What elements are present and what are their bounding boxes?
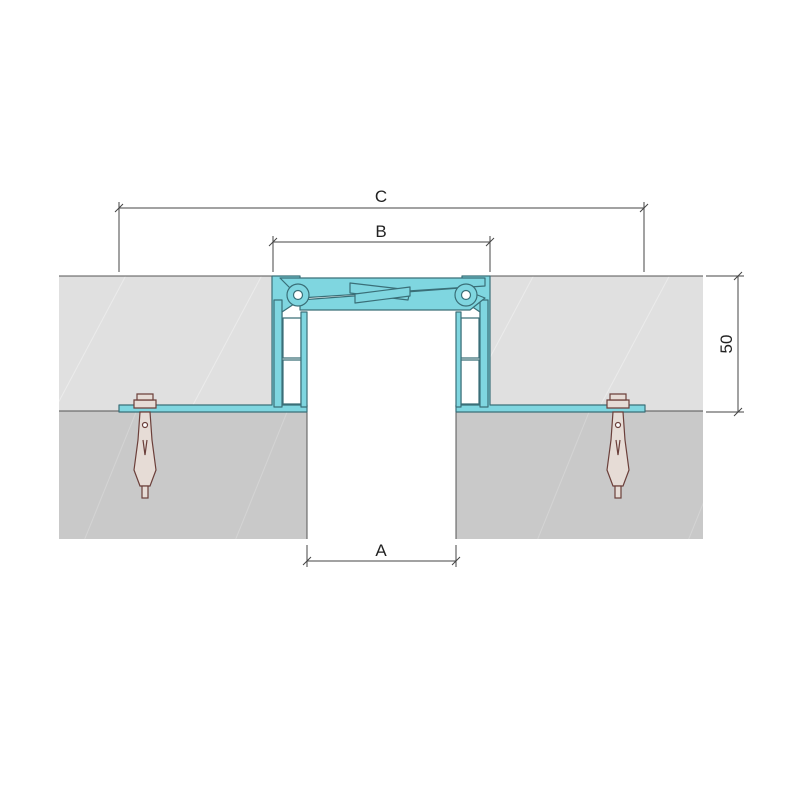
dimension-c-label: C [375,187,387,206]
dimension-b-label: B [375,222,386,241]
slide-bar-b [354,286,411,304]
dimension-height-label: 50 [717,335,736,354]
dimension-a [302,545,461,567]
screed-layer [59,275,703,411]
slab-layer [59,410,703,539]
anchor-right [606,393,630,499]
profile-left-stem [273,299,283,408]
profile-right-stem [479,299,489,408]
cover-plate-lower [299,287,486,311]
dimension-a-label: A [375,541,387,560]
dimension-b [268,236,495,272]
joint-profile [118,275,646,413]
anchor-left [133,393,157,499]
dimension-height [706,271,744,417]
dimension-c [114,202,649,272]
